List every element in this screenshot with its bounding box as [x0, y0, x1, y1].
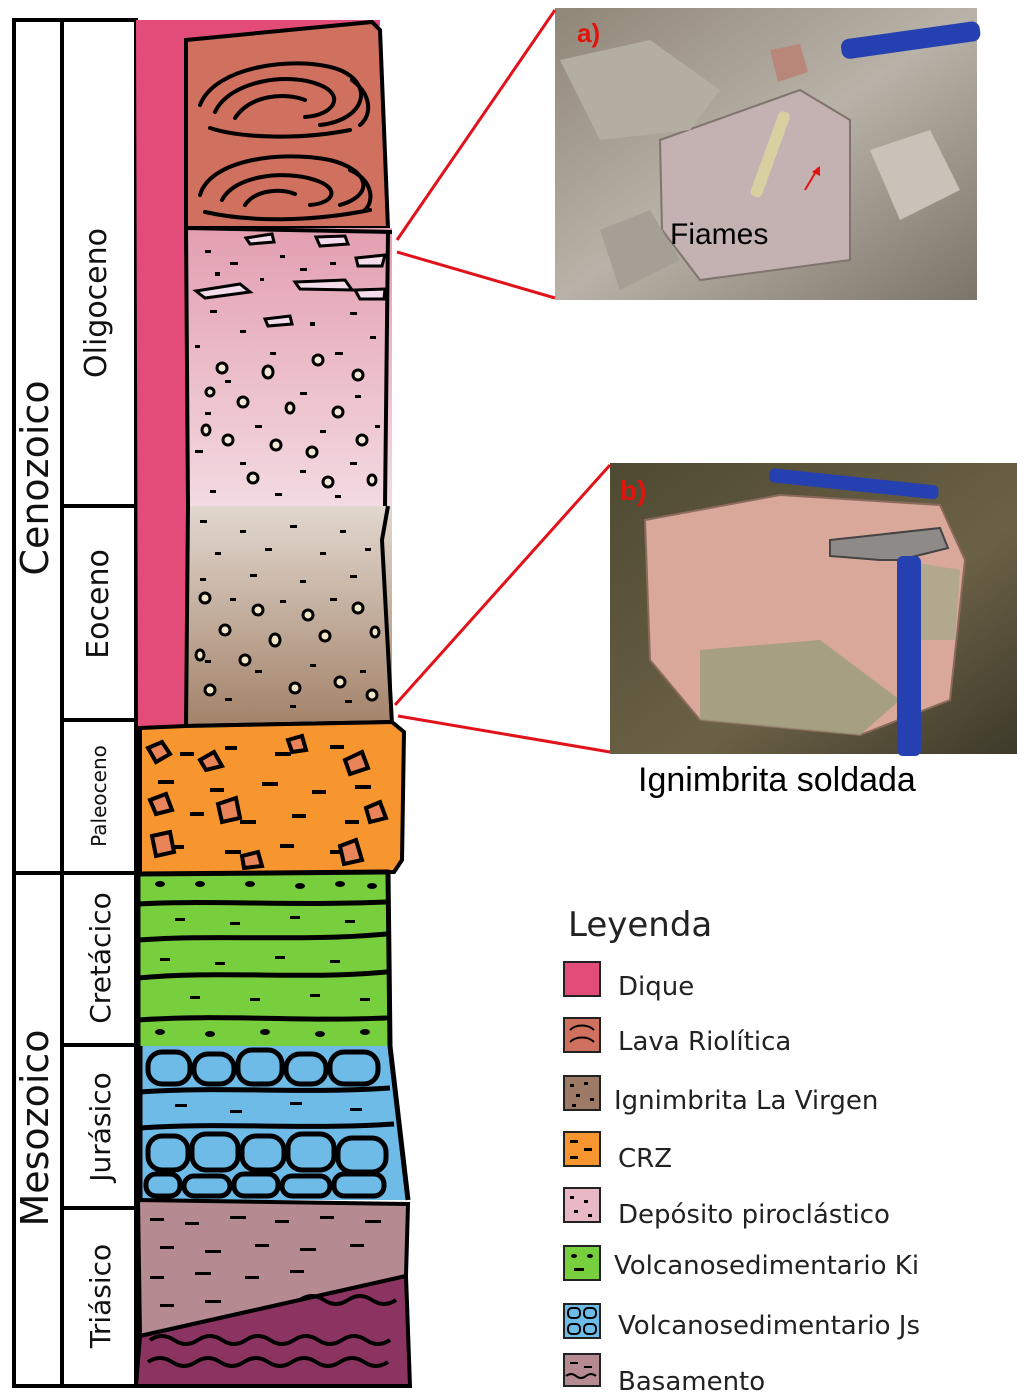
deposito-piroclastico-unit: [186, 228, 392, 506]
photo-a-fiames: a) Fiames: [555, 8, 981, 300]
photo-b-caption: Ignimbrita soldada: [638, 761, 916, 799]
legend-swatch-lava-riolitica: [564, 1018, 600, 1052]
volcanosedimentario-js-unit: [140, 1046, 408, 1200]
epoch-label-jurasico: Jurásico: [84, 1072, 117, 1184]
photo-b-ignimbrita: b): [610, 463, 1017, 756]
legend-swatch-basamento: [564, 1354, 600, 1386]
legend-swatch-volcanosedimentario-ki: [564, 1246, 600, 1280]
epoch-label-oligoceno: Oligoceno: [79, 228, 114, 378]
legend-swatch-ignimbrita-la-virgen: [564, 1076, 600, 1110]
legend: Leyenda Dique Lava Riolítica Ignimbrita …: [564, 905, 920, 1394]
legend-swatch-crz: [564, 1132, 600, 1166]
epoch-label-eoceno: Eoceno: [81, 549, 116, 659]
legend-swatch-dique: [564, 962, 600, 996]
photo-a-label: a): [577, 18, 600, 48]
legend-swatch-deposito-piroclastico: [564, 1188, 600, 1222]
legend-label-lava-riolitica: Lava Riolítica: [618, 1027, 791, 1057]
legend-label-basamento: Basamento: [618, 1367, 765, 1394]
era-label-mesozoico: Mesozoico: [13, 1029, 57, 1226]
epoch-label-triasico: Triásico: [84, 1244, 117, 1349]
basamento-unit: [136, 1200, 410, 1386]
legend-label-crz: CRZ: [618, 1144, 672, 1174]
ignimbrita-eoceno-unit: [186, 506, 392, 726]
epoch-label-paleoceno: Paleoceno: [87, 745, 111, 847]
legend-label-volcanosedimentario-ki: Volcanosedimentario Ki: [614, 1251, 919, 1281]
photo-a-annotation: Fiames: [670, 218, 768, 251]
crz-unit: [140, 722, 404, 874]
legend-swatch-volcanosedimentario-js: [564, 1304, 600, 1338]
legend-label-volcanosedimentario-js: Volcanosedimentario Js: [618, 1311, 920, 1341]
legend-title: Leyenda: [568, 905, 712, 945]
volcanosedimentario-ki-unit: [138, 872, 390, 1046]
era-label-cenozoico: Cenozoico: [13, 380, 57, 575]
legend-label-ignimbrita-la-virgen: Ignimbrita La Virgen: [614, 1086, 878, 1116]
legend-label-dique: Dique: [618, 972, 694, 1002]
epoch-label-cretacico: Cretácico: [84, 892, 117, 1024]
lava-riolitica-unit: [186, 22, 388, 228]
photo-b-label: b): [620, 475, 646, 506]
legend-label-deposito-piroclastico: Depósito piroclástico: [618, 1200, 890, 1230]
